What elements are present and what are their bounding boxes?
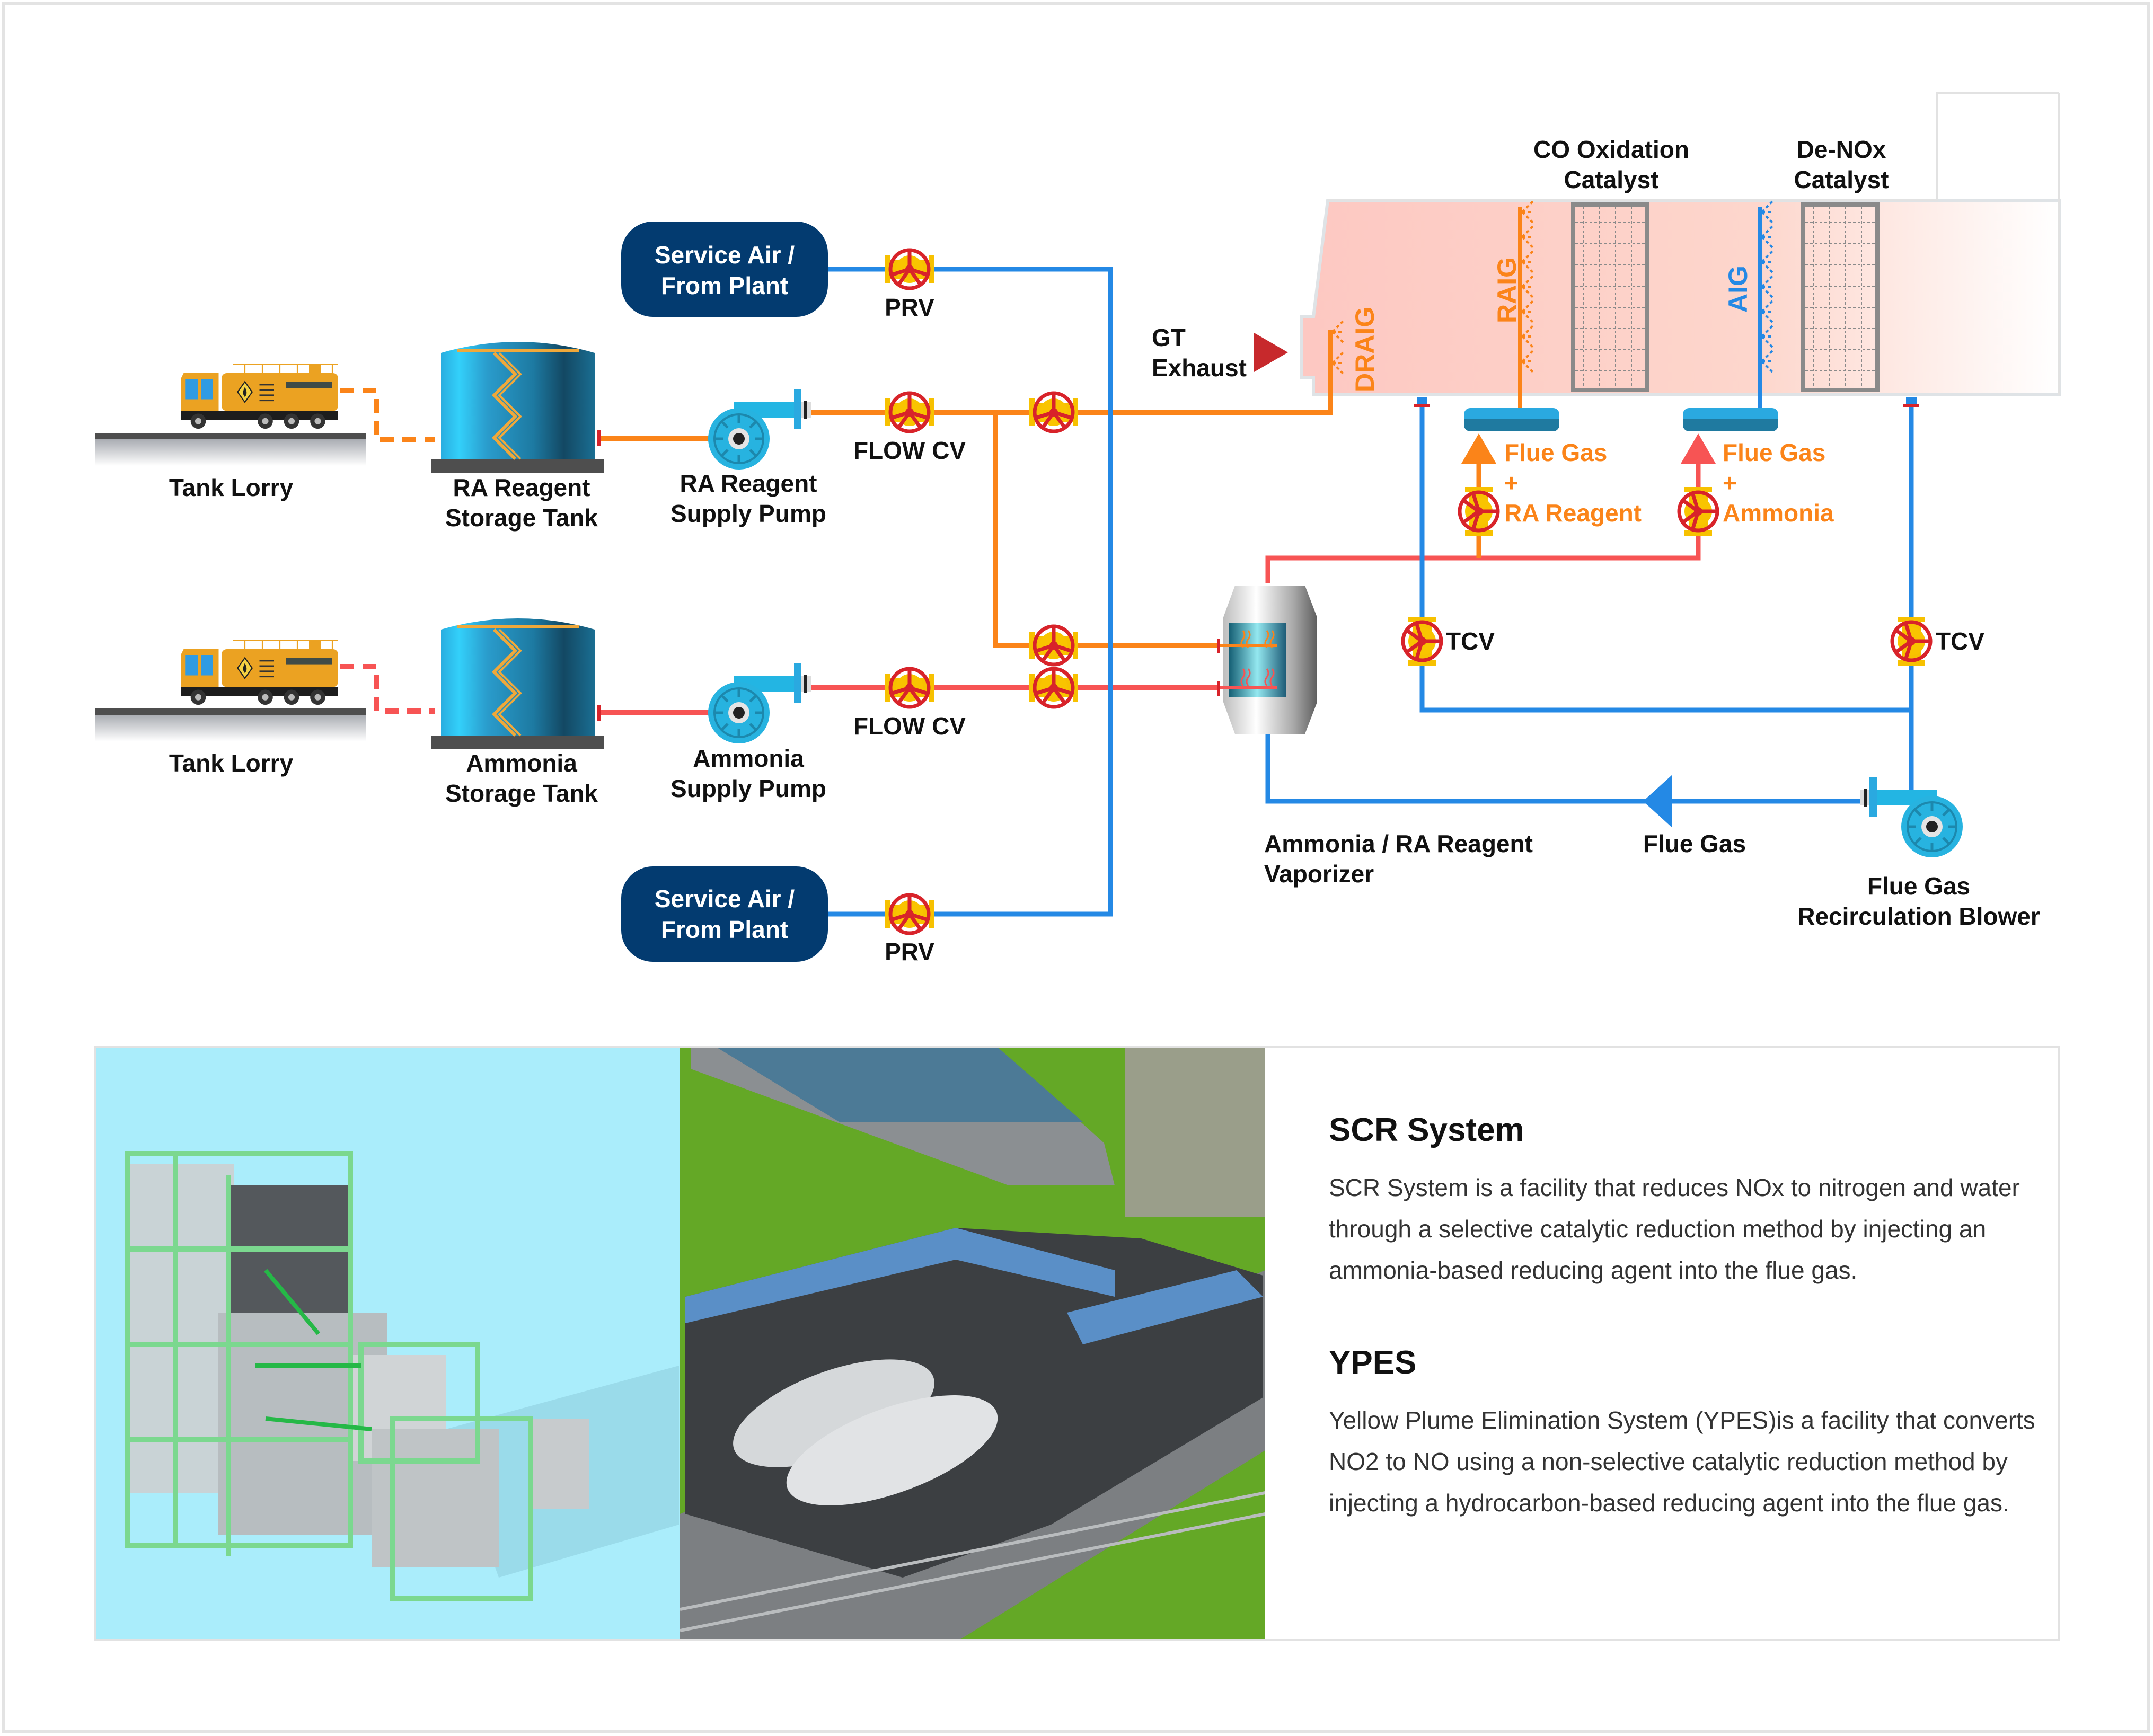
ra-storage-tank-label-1: RA Reagent: [453, 474, 590, 501]
tank-lorry-1-label: Tank Lorry: [169, 474, 294, 501]
service-air-bottom-line2: From Plant: [661, 916, 788, 943]
ra-storage-tank-label-2: Storage Tank: [445, 504, 598, 532]
ra-branch-line: [993, 412, 1219, 648]
ammonia-mix-valve[interactable]: [1679, 487, 1717, 536]
raig-grid: [1518, 200, 1534, 413]
service-air-line-top: [827, 267, 1113, 917]
vaporizer-label-1: Ammonia / RA Reagent: [1264, 830, 1533, 857]
prv-valve-bottom[interactable]: [885, 895, 934, 933]
ammonia-pump-label-1: Ammonia: [693, 745, 804, 772]
info-text: SCR System SCR System is a facility that…: [1265, 1048, 2058, 1639]
vaporizer: [1217, 586, 1317, 734]
tcv-valve-left[interactable]: [1403, 617, 1441, 666]
ammonia-facility-render-image: [680, 1048, 1265, 1639]
service-air-top-line2: From Plant: [661, 272, 788, 299]
flue-gas-return-arrow: [1643, 775, 1672, 828]
ra-tank-outlet-valve: [597, 430, 601, 446]
co-catalyst-label-2: Catalyst: [1564, 166, 1659, 193]
ra-mix-valve[interactable]: [1460, 487, 1498, 536]
mix-ammonia-label-2: +: [1723, 469, 1737, 497]
raig-label: RAIG: [1492, 257, 1522, 323]
ra-storage-tank: [431, 342, 604, 473]
draig-label: DRAIG: [1350, 307, 1380, 392]
lorry-1-hose: [318, 388, 435, 442]
tank-lorry-2-label: Tank Lorry: [169, 749, 294, 777]
ammonia-line: [599, 685, 1219, 715]
ra-branch-valve[interactable]: [1029, 626, 1078, 665]
duct-tap-left: [1414, 397, 1430, 407]
scr-title: SCR System: [1329, 1112, 1524, 1148]
lorry-2-hose: [318, 664, 435, 714]
prv-top-label: PRV: [885, 294, 934, 321]
service-air-top-line1: Service Air /: [655, 241, 795, 269]
service-air-box-bottom: Service Air / From Plant: [621, 866, 828, 962]
blower-label-2: Recirculation Blower: [1797, 902, 2040, 930]
ypes-description: Yellow Plume Elimination System (YPES)is…: [1329, 1406, 2035, 1517]
flow-cv-valve-top[interactable]: [885, 393, 934, 431]
ra-reagent-line: [599, 410, 1055, 441]
co-catalyst-label-1: CO Oxidation: [1533, 136, 1689, 163]
ammonia-pump-label-2: Supply Pump: [670, 775, 826, 802]
raig-header-drum: [1464, 408, 1559, 431]
prv-valve-top[interactable]: [885, 250, 934, 288]
service-air-box-top: Service Air / From Plant: [621, 222, 828, 317]
denox-catalyst-label-2: Catalyst: [1794, 166, 1889, 193]
flue-gas-ra-arrow: [1461, 433, 1496, 464]
tcv-loop-line: [1419, 403, 1914, 713]
ammonia-tank-outlet-valve: [597, 705, 601, 721]
ammonia-storage-tank-label-1: Ammonia: [466, 749, 577, 777]
tcv-valve-right[interactable]: [1892, 617, 1930, 666]
ground-1: [95, 433, 366, 466]
ammonia-supply-pump: [708, 663, 811, 743]
denox-catalyst-label-1: De-NOx: [1797, 136, 1886, 163]
tank-lorry-1: [180, 364, 339, 430]
mix-ra-label-2: +: [1504, 469, 1519, 497]
recirculation-line: [1265, 731, 1866, 804]
co-oxidation-catalyst: [1571, 202, 1649, 392]
prv-bottom-label: PRV: [885, 938, 934, 966]
mix-ammonia-label-1: Flue Gas: [1723, 439, 1825, 466]
service-air-bottom-line1: Service Air /: [655, 885, 795, 913]
ra-pump-label-1: RA Reagent: [680, 470, 817, 497]
ra-supply-pump: [708, 389, 811, 470]
mix-ra-label-3: RA Reagent: [1504, 499, 1642, 527]
tank-lorry-2: [180, 640, 339, 706]
flue-gas-flow-label: Flue Gas: [1643, 830, 1746, 857]
hrsg-3d-render-image: [96, 1048, 680, 1639]
ammonia-isolation-valve[interactable]: [1029, 669, 1078, 707]
ammonia-storage-tank-label-2: Storage Tank: [445, 780, 598, 807]
ground-2: [95, 708, 366, 741]
flue-gas-ammonia-arrow: [1681, 433, 1716, 464]
gt-exhaust-arrow: [1254, 333, 1288, 372]
ammonia-storage-tank: [431, 618, 604, 749]
scr-description: SCR System is a facility that reduces NO…: [1329, 1174, 2020, 1284]
ra-pump-label-2: Supply Pump: [670, 500, 826, 527]
mix-ammonia-label-3: Ammonia: [1723, 499, 1834, 527]
aig-header-drum: [1683, 408, 1778, 431]
tcv-right-label: TCV: [1936, 627, 1984, 655]
vaporizer-label-2: Vaporizer: [1264, 860, 1374, 888]
flow-cv-bottom-label: FLOW CV: [853, 712, 966, 740]
tcv-left-label: TCV: [1446, 627, 1495, 655]
gt-exhaust-label-2: Exhaust: [1152, 354, 1247, 382]
info-panel: SCR System SCR System is a facility that…: [94, 1046, 2060, 1641]
duct-tap-right: [1903, 397, 1919, 407]
mix-ra-label-1: Flue Gas: [1504, 439, 1607, 466]
ypes-title: YPES: [1329, 1344, 1417, 1381]
gt-exhaust-label-1: GT: [1152, 324, 1186, 351]
flow-cv-valve-bottom[interactable]: [885, 669, 934, 707]
hrsg-render-illustration: [125, 1151, 679, 1601]
ra-isolation-valve[interactable]: [1029, 393, 1078, 431]
scr-process-diagram: Service Air / From Plant Service Air / F…: [95, 92, 2061, 966]
aig-label: AIG: [1723, 265, 1753, 313]
hrsg-duct: [1300, 92, 2061, 396]
aig-grid: [1758, 200, 1773, 413]
flow-cv-top-label: FLOW CV: [853, 437, 966, 464]
facility-render-illustration: [680, 1048, 1265, 1639]
blower-label-1: Flue Gas: [1867, 872, 1970, 900]
draig-grid: [1055, 320, 1344, 415]
denox-catalyst: [1801, 202, 1880, 392]
